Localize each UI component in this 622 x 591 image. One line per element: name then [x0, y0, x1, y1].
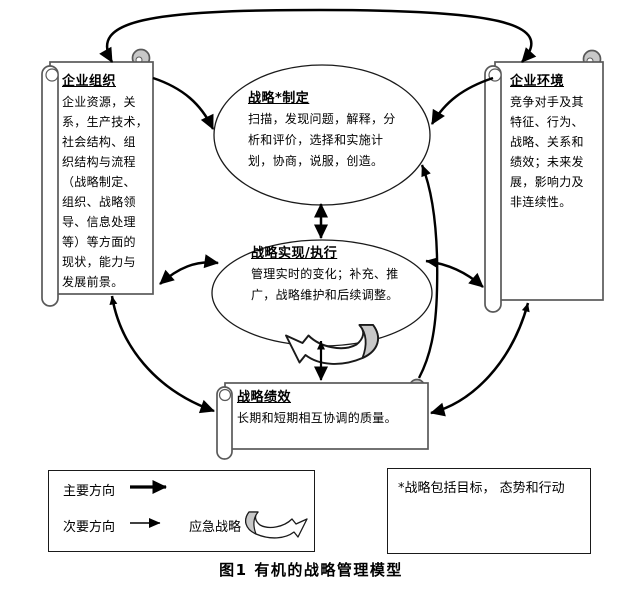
environment-node: 企业环境 竞争对手及其 特征、行为、 战略、关系和 绩效；未来发 展，影响力及 …: [510, 70, 596, 212]
note-box: *战略包括目标， 态势和行动: [387, 468, 591, 554]
figure-caption: 图1 有机的战略管理模型: [219, 561, 403, 579]
arrow-organization-implementation: [159, 254, 219, 285]
legend-box: 主要方向 次要方向 应急战略: [48, 470, 315, 552]
arrow-environment-to-formulation: [430, 76, 494, 125]
arrow-organization-to-formulation: [152, 76, 215, 130]
organization-scroll-shape: [41, 48, 154, 307]
performance-body: 长期和短期相互协调的质量。: [237, 411, 397, 425]
environment-title: 企业环境: [510, 74, 565, 89]
arrow-implementation-environment: [425, 257, 484, 288]
formulation-node: 战略*制定 扫描，发现问题，解释，分 析和评价，选择和实施计 划，协商，说服，创…: [248, 87, 414, 172]
environment-scroll-shape: [484, 49, 604, 313]
implementation-node: 战略实现/执行 管理实时的变化；补充、推 广，战略维护和后续调整。: [251, 242, 423, 306]
performance-title: 战略绩效: [237, 390, 292, 405]
implementation-body: 管理实时的变化；补充、推 广，战略维护和后续调整。: [251, 267, 399, 302]
implementation-title: 战略实现/执行: [251, 246, 338, 261]
note-text: *战略包括目标， 态势和行动: [398, 481, 565, 496]
formulation-title: 战略*制定: [248, 91, 310, 106]
legend-emergent-label: 应急战略: [189, 520, 242, 535]
formulation-body: 扫描，发现问题，解释，分 析和评价，选择和实施计 划，协商，说服，创造。: [248, 112, 396, 168]
arrow-performance-to-formulation-feedback: [417, 164, 439, 379]
environment-body: 竞争对手及其 特征、行为、 战略、关系和 绩效；未来发 展，影响力及 非连续性。: [510, 95, 584, 209]
organization-title: 企业组织: [62, 74, 117, 89]
legend-primary-label: 主要方向: [63, 484, 116, 499]
legend-secondary-label: 次要方向: [63, 520, 116, 535]
performance-node: 战略绩效 长期和短期相互协调的质量。: [237, 386, 422, 428]
arrow-performance-environment: [430, 302, 530, 417]
organization-node: 企业组织 企业资源，关 系，生产技术， 社会结构、组 织结构与流程 （战略制定、…: [62, 70, 150, 292]
arrow-organization-environment-arc: [99, 8, 537, 63]
arrow-organization-performance: [109, 295, 215, 414]
organization-body: 企业资源，关 系，生产技术， 社会结构、组 织结构与流程 （战略制定、 组织、战…: [62, 95, 149, 289]
performance-scroll-shape: [216, 378, 429, 460]
arrow-layer: [99, 8, 537, 417]
